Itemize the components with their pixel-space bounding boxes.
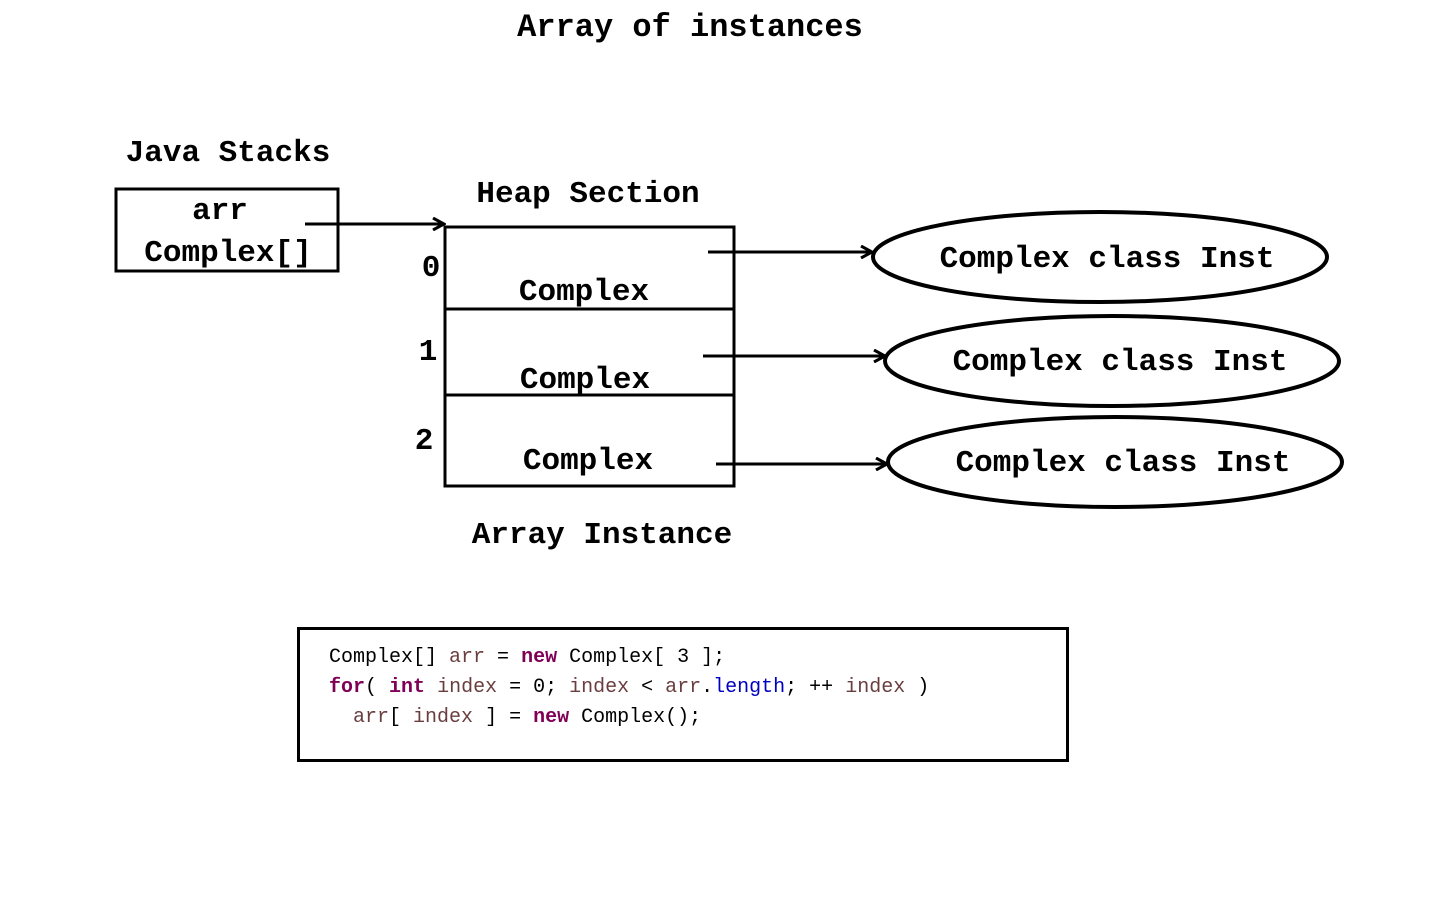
slot-index: 0 [422,251,441,286]
code-text: ) [905,676,930,699]
code-variable: index [845,676,906,699]
code-text: [ [389,706,414,729]
slot-type: Complex [520,363,650,398]
heap-heading: Heap Section [476,177,699,212]
code-keyword: new [521,646,558,669]
code-text: ; ++ [785,676,846,699]
code-field: length [713,676,786,699]
code-text: Complex[] [329,646,450,669]
code-text [329,706,353,729]
instance-ellipse [886,415,1344,509]
code-variable: index [569,676,630,699]
code-variable: arr [353,706,390,729]
code-text: ( [365,676,390,699]
code-text: Complex(); [569,706,702,729]
diagram-title: Array of instances [517,9,863,46]
code-snippet-box: Complex[] arr = new Complex[ 3 ]; for( i… [297,627,1069,762]
instance-label: Complex class Inst [940,242,1275,277]
stack-var-type: Complex[] [144,236,311,271]
array-instance-box [443,225,736,488]
stack-var-name: arr [192,194,248,229]
code-text: = [485,646,522,669]
code-text: < [629,676,666,699]
instance-ellipse [883,314,1341,408]
code-keyword: int [389,676,426,699]
code-text: . [701,676,714,699]
instance-ellipse [871,210,1329,304]
code-line-2: for( int index = 0; index < arr.length; … [329,676,929,699]
code-text [425,676,437,699]
slot-type: Complex [519,275,649,310]
slot-type: Complex [523,444,653,479]
code-text: Complex[ 3 ]; [557,646,726,669]
code-keyword: for [329,676,366,699]
slot-index: 1 [419,335,438,370]
code-variable: arr [665,676,702,699]
heap-caption: Array Instance [472,518,732,553]
code-snippet: Complex[] arr = new Complex[ 3 ]; for( i… [329,643,929,733]
stack-heading: Java Stacks [126,136,331,171]
code-variable: index [413,706,474,729]
code-variable: arr [449,646,486,669]
code-text: ] = [473,706,534,729]
instance-label: Complex class Inst [956,446,1291,481]
code-keyword: new [533,706,570,729]
instance-label: Complex class Inst [953,345,1288,380]
slot-index: 2 [415,424,434,459]
code-line-3: arr[ index ] = new Complex(); [329,706,701,729]
code-text: = 0; [497,676,570,699]
code-variable: index [437,676,498,699]
code-line-1: Complex[] arr = new Complex[ 3 ]; [329,646,725,669]
stack-frame-box [114,187,340,273]
